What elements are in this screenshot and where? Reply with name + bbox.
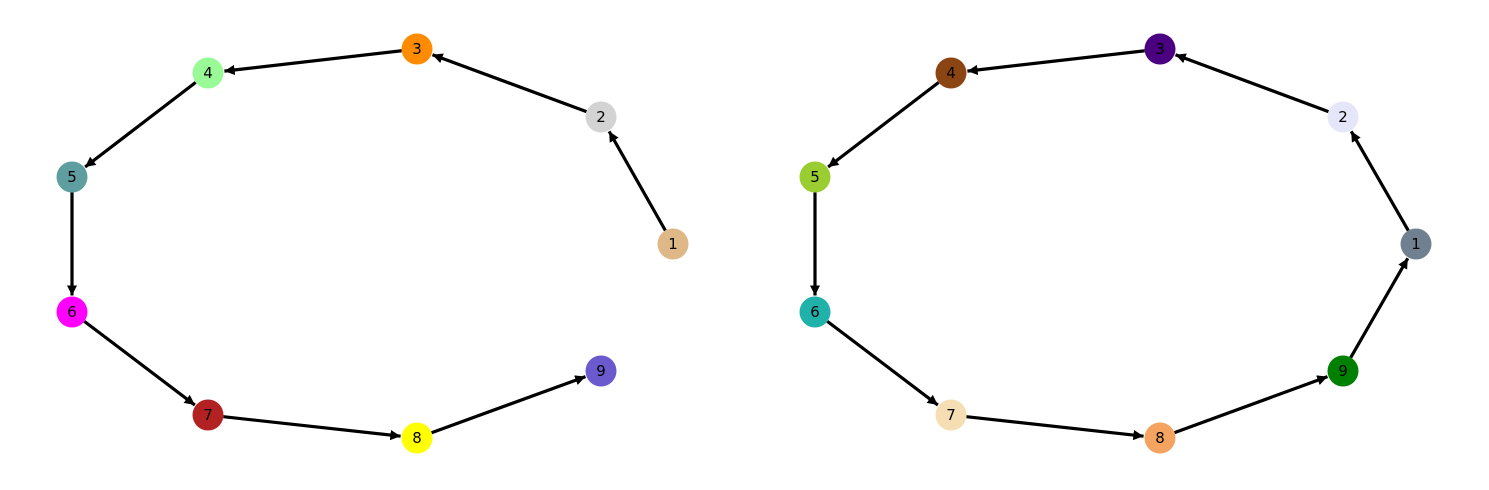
node-circle	[1327, 101, 1359, 133]
node-circle	[935, 399, 967, 431]
node-3: 3	[1144, 33, 1176, 65]
node-label: 7	[946, 406, 956, 424]
node-label: 6	[810, 303, 820, 321]
node-circle	[585, 355, 617, 387]
node-9: 9	[1327, 355, 1359, 387]
node-label: 5	[810, 168, 820, 186]
node-7: 7	[935, 399, 967, 431]
node-circle	[657, 228, 689, 260]
node-4: 4	[192, 57, 224, 89]
node-label: 9	[1338, 362, 1348, 380]
node-2: 2	[1327, 101, 1359, 133]
node-1: 1	[1400, 228, 1432, 260]
node-9: 9	[585, 355, 617, 387]
node-6: 6	[799, 296, 831, 328]
node-label: 4	[946, 64, 956, 82]
node-label: 3	[412, 40, 422, 58]
node-circle	[401, 422, 433, 454]
node-circle	[1144, 422, 1176, 454]
edge-2-to-3	[1174, 53, 1330, 114]
edge-1-to-2	[607, 130, 667, 232]
edge-7-to-8	[966, 415, 1144, 441]
node-circle	[799, 161, 831, 193]
node-3: 3	[401, 33, 433, 65]
edge-8-to-9	[1174, 375, 1329, 435]
edge-6-to-7	[83, 320, 196, 407]
node-circle	[585, 101, 617, 133]
edge-7-to-8	[223, 415, 401, 441]
edge-4-to-5	[84, 81, 197, 169]
edge-8-to-9	[431, 375, 587, 435]
node-label: 6	[67, 303, 77, 321]
node-8: 8	[1144, 422, 1176, 454]
node-circle	[935, 57, 967, 89]
node-circle	[192, 57, 224, 89]
edge-4-to-5	[827, 81, 940, 169]
node-4: 4	[935, 57, 967, 89]
node-circle	[56, 161, 88, 193]
node-5: 5	[56, 161, 88, 193]
node-6: 6	[56, 296, 88, 328]
node-circle	[1400, 228, 1432, 260]
edge-1-to-2	[1349, 130, 1410, 232]
node-circle	[192, 399, 224, 431]
right-graph: 1 2 3 4 5 6 7 8 9	[799, 33, 1432, 454]
node-label: 3	[1155, 40, 1165, 58]
left-graph: 1 2 3 4 5 6 7 8 9	[56, 33, 689, 454]
node-8: 8	[401, 422, 433, 454]
node-label: 4	[203, 64, 213, 82]
edge-9-to-1	[1349, 257, 1410, 359]
edge-6-to-7	[826, 320, 939, 407]
node-label: 1	[1411, 235, 1421, 253]
node-circle	[56, 296, 88, 328]
node-circle	[401, 33, 433, 65]
edge-3-to-4	[967, 49, 1145, 76]
node-label: 2	[596, 108, 606, 126]
node-label: 5	[67, 168, 77, 186]
node-1: 1	[657, 228, 689, 260]
node-circle	[799, 296, 831, 328]
node-5: 5	[799, 161, 831, 193]
node-circle	[1144, 33, 1176, 65]
edge-2-to-3	[431, 53, 588, 114]
node-label: 9	[596, 362, 606, 380]
edge-3-to-4	[224, 49, 402, 76]
node-label: 7	[203, 406, 213, 424]
node-label: 2	[1338, 108, 1348, 126]
node-circle	[1327, 355, 1359, 387]
node-label: 8	[1155, 429, 1165, 447]
node-7: 7	[192, 399, 224, 431]
node-label: 1	[668, 235, 678, 253]
node-label: 8	[412, 429, 422, 447]
node-2: 2	[585, 101, 617, 133]
